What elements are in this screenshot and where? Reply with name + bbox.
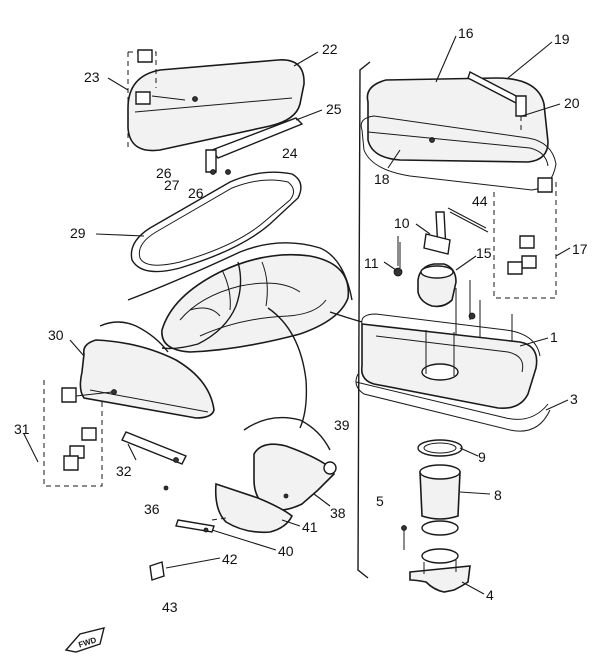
callout-31: 31: [14, 421, 30, 437]
part-clamp-lower: [421, 520, 459, 536]
callout-18: 18: [374, 171, 390, 187]
leader-1: [519, 337, 549, 347]
part-17-hinge-group: [493, 177, 557, 299]
part-30-hatch: [79, 321, 215, 419]
leader-41: [281, 519, 301, 527]
part-43-clip: [149, 561, 165, 581]
leader-4: [461, 581, 485, 595]
leader-40: [211, 529, 277, 551]
leader-18: [387, 149, 401, 169]
leader-15: [455, 255, 477, 271]
leader-11: [383, 261, 397, 271]
callout-15: 15: [476, 245, 492, 261]
part-22-lid: [127, 59, 305, 152]
part-19-hinge-strip: [467, 71, 527, 134]
callout-24: 24: [282, 145, 298, 161]
callout-29: 29: [70, 225, 86, 241]
callout-16: 16: [458, 25, 474, 41]
leader-25: [295, 109, 323, 121]
hull-deck-outline: [127, 242, 353, 301]
right-group-bracket: [357, 61, 371, 579]
leader-10: [415, 223, 431, 235]
part-23-hinge-group: [127, 49, 186, 150]
leader-20: [521, 103, 561, 117]
leader-9: [459, 447, 479, 457]
part-31-hinge-group: [43, 380, 113, 487]
callout-30: 30: [48, 327, 64, 343]
leader-38: [313, 493, 331, 507]
callout-27: 27: [164, 177, 180, 193]
seat-deck-assembly: [161, 253, 350, 353]
callout-43: 43: [162, 599, 178, 615]
part-29-seal: [130, 171, 302, 273]
part-32-hinge-strip: [121, 431, 187, 491]
callout-5: 5: [376, 493, 384, 509]
callout-1: 1: [550, 329, 558, 345]
callout-38: 38: [330, 505, 346, 521]
leader-17: [555, 247, 571, 257]
callout-23: 23: [84, 69, 100, 85]
callout-17: 17: [572, 241, 588, 257]
cable-right: [267, 307, 308, 429]
fwd-arrow-icon: FWD: [64, 627, 105, 653]
cable-to-box: [329, 311, 363, 323]
callout-32: 32: [116, 463, 132, 479]
callout-41: 41: [302, 519, 318, 535]
callout-39: 39: [334, 417, 350, 433]
callout-25: 25: [326, 101, 342, 117]
callout-42: 42: [222, 551, 238, 567]
part-3-gasket: [355, 373, 551, 432]
callout-26b: 26: [188, 185, 204, 201]
callout-20: 20: [564, 95, 580, 111]
callout-19: 19: [554, 31, 570, 47]
callout-10: 10: [394, 215, 410, 231]
part-10-bracket: [423, 211, 451, 255]
part-5-screw: [401, 525, 407, 550]
leader-16: [435, 35, 457, 83]
callout-44: 44: [472, 193, 488, 209]
leader-32: [127, 443, 137, 461]
leader-30: [69, 339, 85, 357]
leader-23: [107, 77, 129, 91]
part-40-hinge: [175, 517, 227, 533]
leader-29: [95, 233, 145, 237]
leader-31: [23, 433, 39, 463]
part-38-panel: [243, 416, 337, 512]
leader-3: [545, 399, 569, 411]
part-4-fitting: [409, 548, 471, 593]
part-15-pump: [417, 263, 457, 308]
leader-42: [165, 557, 221, 569]
part-9-clamp: [417, 439, 463, 457]
callout-22: 22: [322, 41, 338, 57]
leader-8: [459, 491, 491, 495]
callout-40: 40: [278, 543, 294, 559]
leader-19: [507, 41, 553, 79]
callout-11: 11: [364, 255, 379, 271]
leader-22: [293, 51, 319, 67]
callout-8: 8: [494, 487, 502, 503]
callout-3: 3: [570, 391, 578, 407]
part-18-gasket: [360, 115, 557, 191]
part-1-storage-box: [360, 313, 541, 410]
part-8-hose: [419, 464, 461, 520]
part-44-pin: [447, 207, 489, 233]
callout-26a: 26: [156, 165, 172, 181]
callout-9: 9: [478, 449, 486, 465]
callout-4: 4: [486, 587, 494, 603]
callout-36: 36: [144, 501, 160, 517]
part-41-flap: [214, 482, 294, 534]
part-25-hinge-strip: [205, 117, 304, 175]
cable-left: [161, 261, 242, 350]
